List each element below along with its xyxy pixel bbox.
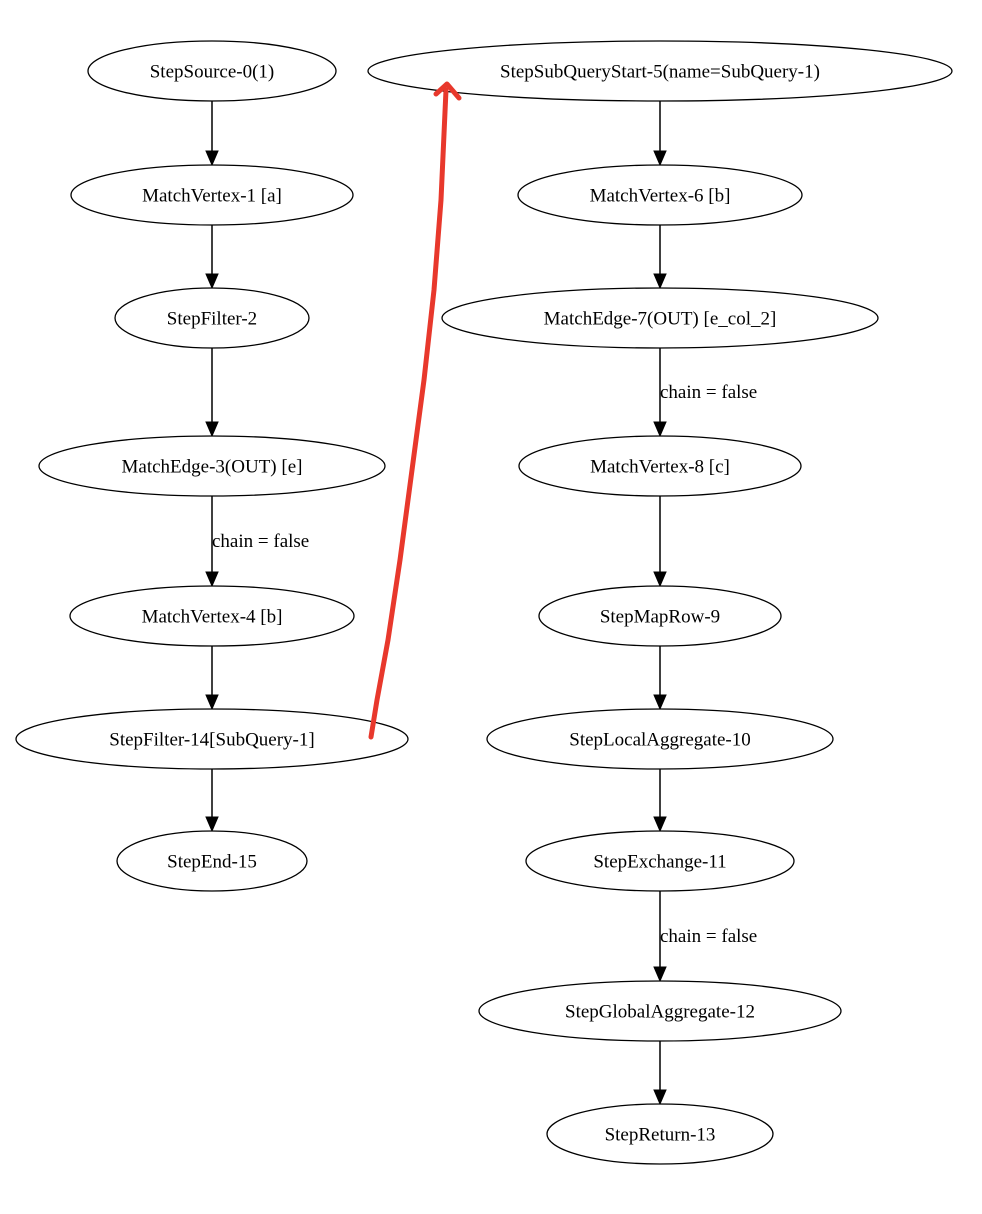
node-n10: StepLocalAggregate-10 — [486, 708, 834, 770]
annotation-shaft — [368, 87, 449, 740]
node-label: MatchVertex-1 [a] — [142, 186, 282, 207]
edge-label: chain = false — [212, 531, 309, 552]
arrowhead — [653, 694, 667, 711]
node-n15: StepEnd-15 — [116, 830, 308, 892]
annotation-arrowhead — [433, 81, 462, 101]
node-label: MatchEdge-7(OUT) [e_col_2] — [544, 309, 777, 330]
node-label: StepReturn-13 — [605, 1125, 716, 1146]
node-ellipse — [15, 708, 409, 770]
edge-n11-n12: chain = false — [653, 891, 757, 983]
node-n6: MatchVertex-6 [b] — [517, 164, 803, 226]
arrowhead — [653, 966, 667, 983]
node-n1: MatchVertex-1 [a] — [70, 164, 354, 226]
edge-n5-n6 — [653, 101, 667, 167]
edge-n10-n11 — [653, 769, 667, 833]
edge-n4-n14 — [205, 646, 219, 711]
node-n12: StepGlobalAggregate-12 — [478, 980, 842, 1042]
node-ellipse — [116, 830, 308, 892]
node-n14: StepFilter-14[SubQuery-1] — [15, 708, 409, 770]
edge-label: chain = false — [660, 926, 757, 947]
node-ellipse — [538, 585, 782, 647]
node-ellipse — [525, 830, 795, 892]
node-ellipse — [87, 40, 337, 102]
node-label: StepFilter-2 — [167, 309, 257, 330]
node-ellipse — [478, 980, 842, 1042]
arrowhead — [205, 571, 219, 588]
node-ellipse — [441, 287, 879, 349]
node-n8: MatchVertex-8 [c] — [518, 435, 802, 497]
node-ellipse — [367, 40, 953, 102]
node-ellipse — [69, 585, 355, 647]
arrowhead — [205, 816, 219, 833]
nodes-layer: StepSource-0(1) MatchVertex-1 [a] StepFilt… — [15, 40, 953, 1165]
edge-n8-n9 — [653, 496, 667, 588]
node-n5: StepSubQueryStart-5(name=SubQuery-1) — [367, 40, 953, 102]
edge-label: chain = false — [660, 382, 757, 403]
edge-n1-n2 — [205, 225, 219, 290]
node-n11: StepExchange-11 — [525, 830, 795, 892]
arrowhead — [205, 273, 219, 290]
node-label: StepGlobalAggregate-12 — [565, 1002, 755, 1023]
edge-n0-n1 — [205, 101, 219, 167]
node-label: MatchVertex-4 [b] — [142, 607, 283, 628]
annotation-layer — [368, 81, 462, 740]
node-label: StepSource-0(1) — [150, 62, 275, 83]
arrowhead — [653, 571, 667, 588]
node-label: StepSubQueryStart-5(name=SubQuery-1) — [500, 62, 820, 83]
node-label: StepMapRow-9 — [600, 607, 720, 628]
edge-n9-n10 — [653, 646, 667, 711]
node-ellipse — [517, 164, 803, 226]
edge-n12-n13 — [653, 1041, 667, 1106]
edge-n14-n15 — [205, 769, 219, 833]
node-ellipse — [114, 287, 310, 349]
node-label: StepFilter-14[SubQuery-1] — [109, 730, 314, 751]
node-n4: MatchVertex-4 [b] — [69, 585, 355, 647]
node-n2: StepFilter-2 — [114, 287, 310, 349]
node-n13: StepReturn-13 — [546, 1103, 774, 1165]
arrowhead — [205, 421, 219, 438]
node-label: StepLocalAggregate-10 — [569, 730, 750, 751]
node-n9: StepMapRow-9 — [538, 585, 782, 647]
node-ellipse — [546, 1103, 774, 1165]
node-label: StepEnd-15 — [167, 852, 257, 873]
arrowhead — [653, 273, 667, 290]
node-label: MatchEdge-3(OUT) [e] — [122, 457, 303, 478]
edge-n3-n4: chain = false — [205, 496, 309, 588]
node-ellipse — [38, 435, 386, 497]
edge-n2-n3 — [205, 348, 219, 438]
arrowhead — [205, 150, 219, 167]
node-ellipse — [486, 708, 834, 770]
node-ellipse — [518, 435, 802, 497]
edge-n6-n7 — [653, 225, 667, 290]
node-label: MatchVertex-6 [b] — [590, 186, 731, 207]
edges-layer: chain = false chain = false chain = false — [205, 101, 757, 1106]
edge-n7-n8: chain = false — [653, 348, 757, 438]
annotation-arrow — [368, 81, 462, 740]
node-n0: StepSource-0(1) — [87, 40, 337, 102]
node-label: MatchVertex-8 [c] — [590, 457, 730, 478]
arrowhead — [653, 816, 667, 833]
arrowhead — [653, 1089, 667, 1106]
node-n3: MatchEdge-3(OUT) [e] — [38, 435, 386, 497]
node-n7: MatchEdge-7(OUT) [e_col_2] — [441, 287, 879, 349]
node-ellipse — [70, 164, 354, 226]
arrowhead — [653, 150, 667, 167]
arrowhead — [205, 694, 219, 711]
node-label: StepExchange-11 — [593, 852, 726, 873]
arrowhead — [653, 421, 667, 438]
